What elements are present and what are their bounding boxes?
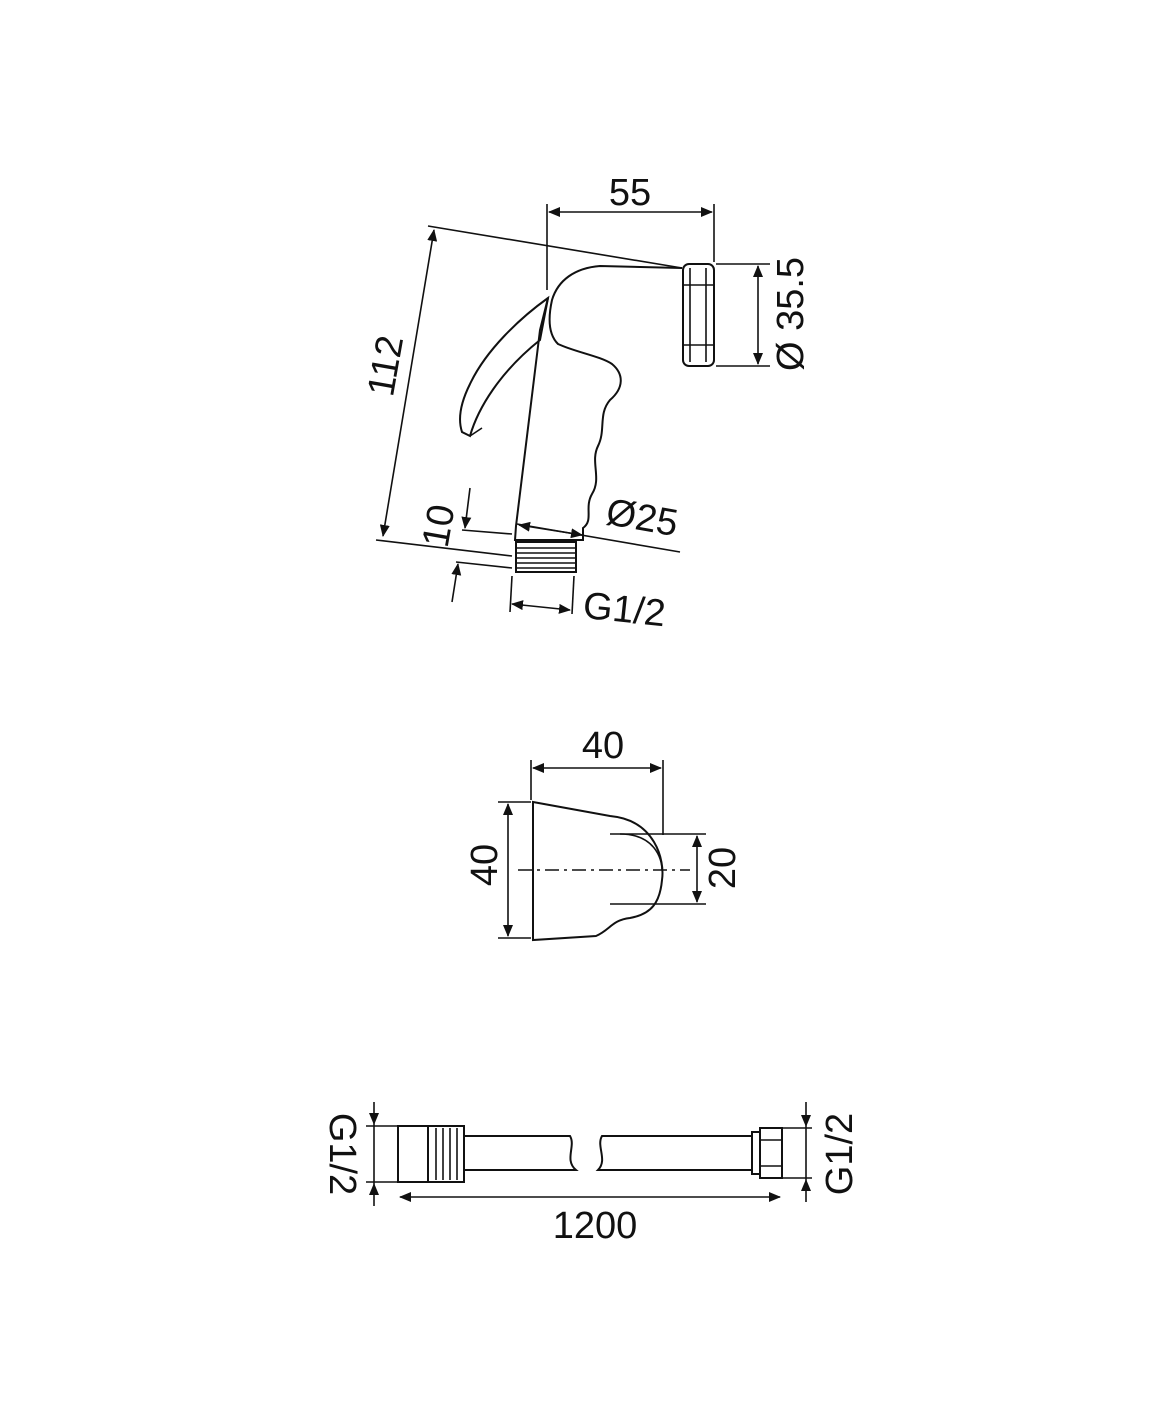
dim-sprayer-thread: G1/2 [509, 575, 667, 635]
dim-holder-opening-label: 20 [702, 847, 744, 889]
hose-left-fitting [397, 1125, 465, 1183]
holder-view: 40 40 20 [464, 725, 744, 942]
sprayer-thread-connector [515, 541, 577, 573]
hose-right-fitting [751, 1127, 783, 1179]
dim-holder-width: 40 [530, 725, 664, 835]
sprayer-trigger [459, 295, 550, 438]
dim-holder-height-label: 40 [464, 844, 506, 886]
dim-hose-right-thread-label: G1/2 [819, 1113, 861, 1195]
dim-hose-length: 1200 [399, 1192, 781, 1247]
dim-sprayer-height: 112 [360, 225, 683, 557]
dim-hose-right-thread: G1/2 [782, 1102, 861, 1202]
dim-sprayer-width: 55 [546, 172, 715, 290]
dim-sprayer-thread-length: 10 [415, 487, 513, 603]
hose-tube-left [464, 1135, 579, 1171]
dim-sprayer-head-diameter-label: Ø 35.5 [770, 257, 812, 371]
holder-outline [532, 800, 664, 942]
dim-holder-opening: 20 [620, 833, 744, 905]
hose-view: G1/2 G1/2 1200 [321, 1102, 861, 1247]
dim-sprayer-width-label: 55 [609, 172, 651, 214]
dim-hose-left-thread: G1/2 [321, 1102, 398, 1206]
dim-sprayer-head-diameter: Ø 35.5 [716, 257, 812, 371]
dim-hose-left-thread-label: G1/2 [321, 1113, 363, 1195]
dim-holder-width-label: 40 [582, 725, 624, 767]
dim-sprayer-thread-label: G1/2 [581, 585, 667, 635]
sprayer-body [513, 264, 683, 541]
hose-tube-right [595, 1135, 752, 1171]
dim-holder-height: 40 [464, 801, 531, 939]
dim-hose-length-label: 1200 [553, 1205, 638, 1247]
dim-sprayer-thread-length-label: 10 [415, 501, 464, 550]
sprayer-view: 55 Ø 35.5 112 10 Ø25 [360, 172, 812, 635]
dim-sprayer-body-diameter-label: Ø25 [603, 491, 681, 545]
dim-sprayer-height-label: 112 [360, 332, 412, 399]
sprayer-head [682, 263, 715, 367]
